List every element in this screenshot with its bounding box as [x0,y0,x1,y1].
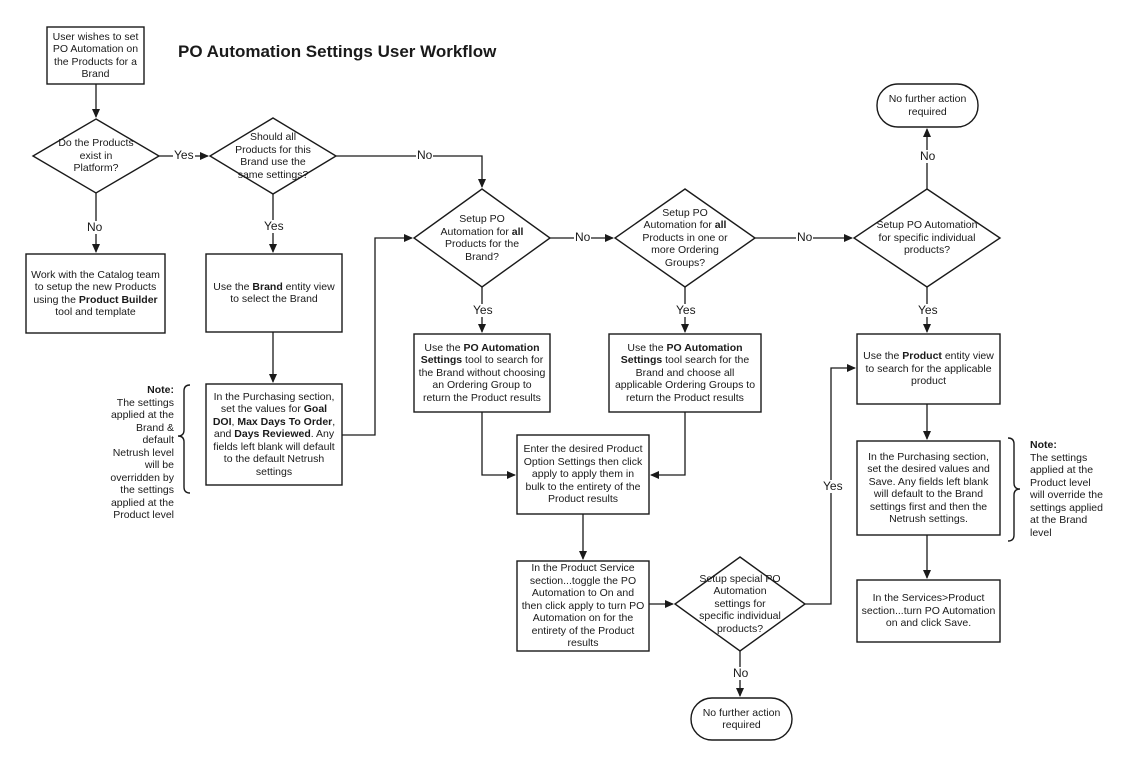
services-product-text: In the Services>Product section...turn P… [861,592,996,630]
label-yes-same: Yes [263,219,285,233]
label-yes-exist: Yes [173,148,195,162]
right-note-title: Note: [1030,439,1057,451]
catalog-team-box [25,253,166,334]
special-text: Setup special PO Automation settings for… [699,572,781,635]
left-note: Note: The settings applied at the Brand … [104,384,174,522]
label-no-groups: No [796,230,814,244]
right-note: Note: The settings applied at the Produc… [1030,439,1108,539]
product-entity-box [856,333,1001,405]
edge-same-no [336,155,486,188]
purchasing-product-box [856,440,1001,536]
purchasing-product-text: In the Purchasing section, set the desir… [867,450,990,526]
label-no-special: No [732,666,750,680]
specific-text: Setup PO Automation for specific individ… [876,219,978,257]
diagram-title: PO Automation Settings User Workflow [178,42,497,61]
edge-tool2-to-option [650,412,686,479]
no-action-top-text: No further action required [888,93,967,118]
right-note-text: The settings applied at the Product leve… [1030,451,1103,539]
po-tool-no-group-text: Use the PO Automation Settings tool to s… [418,341,546,404]
catalog-team-text: Work with the Catalog team to setup the … [31,268,160,319]
left-note-title: Note: [147,384,174,396]
label-yes-groups: Yes [675,303,697,317]
no-action-bottom-text: No further action required [702,706,781,732]
no-action-top-pill [876,83,979,128]
purchasing-section-text: In the Purchasing section, set the value… [212,390,336,478]
left-note-text: The settings applied at the Brand & defa… [110,396,174,522]
products-exist-text: Do the Products exist in Platform? [58,137,134,175]
label-no-allbrand: No [574,230,592,244]
edge-tool1-to-option [481,412,516,479]
product-entity-text: Use the Product entity view to search fo… [863,350,994,388]
right-note-brace [1007,437,1021,542]
same-settings-text: Should all Products for this Brand use t… [235,131,311,181]
start-text: User wishes to set PO Automation on the … [52,30,139,81]
label-no-exist: No [86,220,104,234]
label-no-specific: No [919,149,937,163]
edge-purch-to-allbrand [342,234,413,436]
services-product-box [856,579,1001,643]
brand-entity-box [205,253,343,333]
all-products-brand-text: Setup PO Automation for all Products for… [440,213,524,263]
po-tool-groups-text: Use the PO Automation Settings tool sear… [614,341,756,404]
label-yes-specific: Yes [917,303,939,317]
left-note-brace [177,384,191,494]
no-action-bottom-pill [690,697,793,741]
label-yes-special: Yes [822,479,844,493]
ordering-groups-text: Setup PO Automation for all Products in … [642,206,728,269]
label-no-same: No [416,148,434,162]
brand-entity-text: Use the Brand entity view to select the … [213,280,335,306]
option-settings-text: Enter the desired Product Option Setting… [523,443,643,506]
label-yes-allbrand: Yes [472,303,494,317]
product-service-text: In the Product Service section...toggle … [521,562,645,650]
product-service-box [516,560,650,652]
